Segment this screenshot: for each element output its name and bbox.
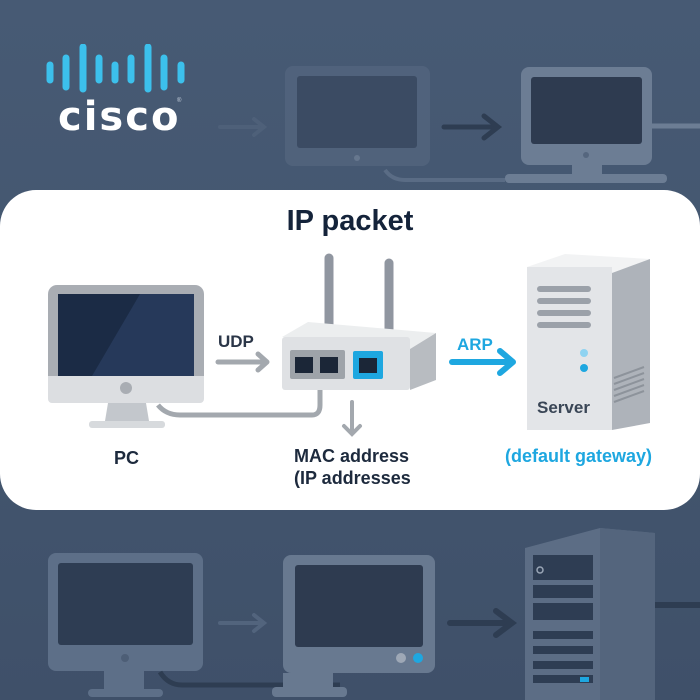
down-arrow-icon — [342, 400, 362, 437]
server-label: Server — [537, 398, 590, 417]
pc-label: PC — [114, 448, 140, 468]
bg-arrow-icon — [447, 608, 517, 638]
arp-arrow-icon — [449, 348, 516, 376]
bg-monitor-icon — [285, 66, 430, 166]
bg-arrow-icon — [218, 613, 268, 633]
ip-addresses-label: (IP addresses — [294, 468, 411, 488]
bg-arrow-icon — [441, 113, 503, 141]
router-icon — [282, 253, 436, 390]
arp-label: ARP — [457, 335, 493, 354]
bg-arrow-icon — [218, 117, 268, 137]
pc-cable — [156, 385, 323, 418]
bg-server-icon — [525, 528, 700, 700]
server-tower-icon — [527, 254, 650, 430]
cisco-logo-bars-icon — [46, 44, 185, 93]
mac-address-label: MAC address — [294, 446, 410, 466]
diagram-title: IP packet — [286, 205, 414, 237]
udp-label: UDP — [218, 332, 254, 351]
router-caption: MAC address (IP addresses — [294, 445, 411, 489]
udp-arrow-icon — [215, 351, 270, 373]
bg-monitor-icon — [272, 555, 435, 697]
bg-monitor-icon — [48, 553, 340, 697]
cisco-logo-text: cisco — [58, 94, 181, 140]
bg-monitor-icon — [383, 67, 700, 183]
registered-mark: ® — [177, 98, 182, 104]
pc-monitor-icon — [48, 285, 204, 428]
default-gateway-label: (default gateway) — [505, 446, 653, 466]
